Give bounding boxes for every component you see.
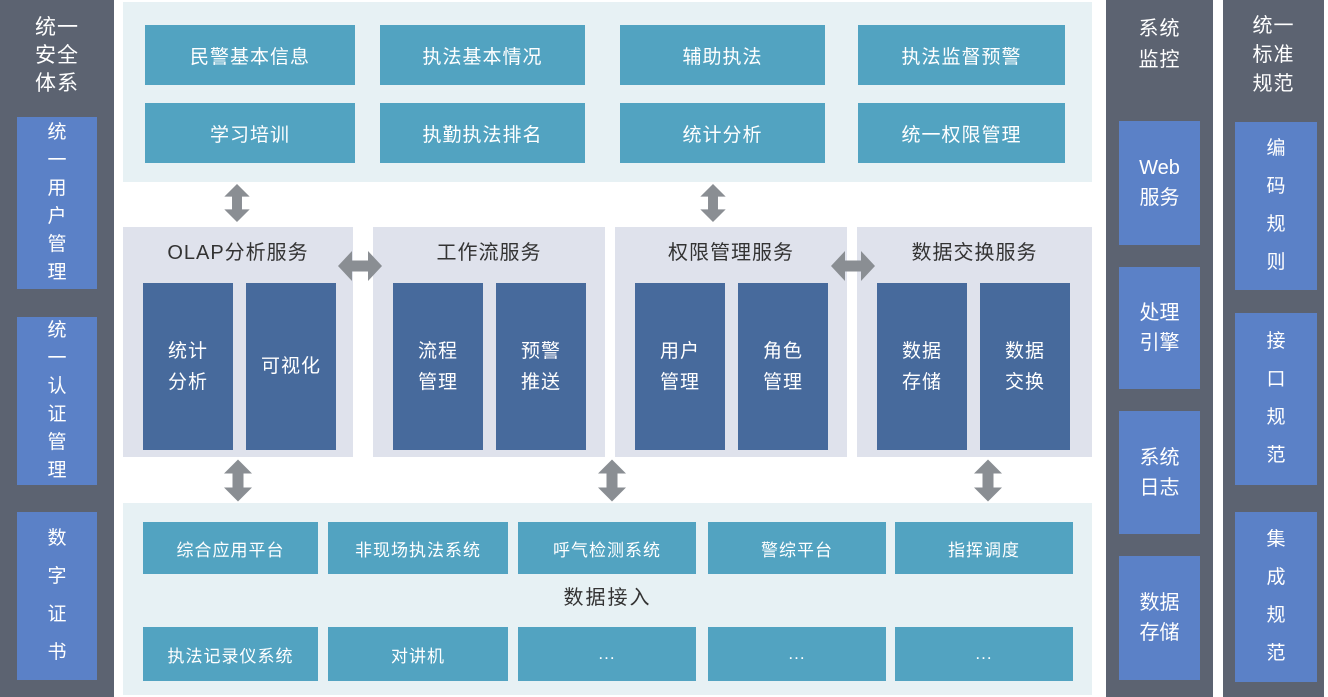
data-access-panel: 综合应用平台 非现场执法系统 呼气检测系统 警综平台 指挥调度 数据接入 执法记… <box>123 503 1092 695</box>
horizontal-double-arrow-icon <box>831 250 875 282</box>
source-box-intercom: 对讲机 <box>328 627 508 681</box>
horizontal-double-arrow-icon <box>338 250 382 282</box>
security-item-unified-user-mgmt: 统 一 用 户 管 理 <box>17 117 97 289</box>
vertical-double-arrow-icon <box>974 459 1002 502</box>
service-group-title: OLAP分析服务 <box>167 242 309 264</box>
source-box-breath-test-system: 呼气检测系统 <box>518 522 696 574</box>
app-box-assisted-enforcement: 辅助执法 <box>620 25 825 85</box>
standards-column-title: 统一 标准 规范 <box>1252 15 1295 95</box>
system-monitor-column: 系统 监控 Web 服务 处理 引擎 系统 日志 数据 存储 <box>1106 0 1213 697</box>
service-group-title: 工作流服务 <box>436 242 542 264</box>
vertical-double-arrow-icon <box>699 184 727 222</box>
vertical-double-arrow-icon <box>598 459 626 502</box>
application-panel: 民警基本信息 执法基本情况 辅助执法 执法监督预警 学习培训 执勤执法排名 统计… <box>123 2 1092 182</box>
service-group-data-exchange: 数据交换服务 数据 存储 数据 交换 <box>857 227 1092 457</box>
service-box-visualization: 可视化 <box>246 283 336 450</box>
source-box-ellipsis-1: ... <box>518 627 696 681</box>
app-box-learning-training: 学习培训 <box>145 103 355 163</box>
service-group-title: 数据交换服务 <box>911 242 1038 264</box>
app-box-police-basic-info: 民警基本信息 <box>145 25 355 85</box>
service-group-olap: OLAP分析服务 统计 分析 可视化 <box>123 227 353 457</box>
security-item-unified-auth-mgmt: 统 一 认 证 管 理 <box>17 317 97 485</box>
source-box-ellipsis-3: ... <box>895 627 1073 681</box>
service-group-title: 权限管理服务 <box>668 242 794 264</box>
service-box-statistical-analysis: 统计 分析 <box>143 283 233 450</box>
security-item-digital-certificate: 数 字 证 书 <box>17 512 97 680</box>
service-group-workflow: 工作流服务 流程 管理 预警 推送 <box>373 227 605 457</box>
source-box-body-camera-system: 执法记录仪系统 <box>143 627 318 681</box>
standards-item-integration-spec: 集 成 规 范 <box>1235 512 1317 682</box>
vertical-double-arrow-icon <box>223 184 251 222</box>
source-box-offsite-enforcement: 非现场执法系统 <box>328 522 508 574</box>
security-column-title: 统一 安全 体系 <box>35 16 79 95</box>
app-box-duty-ranking: 执勤执法排名 <box>380 103 585 163</box>
app-box-unified-permission: 统一权限管理 <box>858 103 1065 163</box>
service-box-warning-push: 预警 推送 <box>496 283 586 450</box>
service-box-data-storage: 数据 存储 <box>877 283 967 450</box>
source-box-command-dispatch: 指挥调度 <box>895 522 1073 574</box>
vertical-double-arrow-icon <box>224 459 252 502</box>
service-box-user-mgmt: 用户 管理 <box>635 283 725 450</box>
service-box-role-mgmt: 角色 管理 <box>738 283 828 450</box>
monitor-item-processing-engine: 处理 引擎 <box>1119 267 1200 389</box>
data-access-label: 数据接入 <box>563 587 652 609</box>
source-box-police-platform: 警综平台 <box>708 522 886 574</box>
source-box-integrated-platform: 综合应用平台 <box>143 522 318 574</box>
app-box-statistical-analysis: 统计分析 <box>620 103 825 163</box>
monitor-item-system-log: 系统 日志 <box>1119 411 1200 534</box>
standards-item-interface-spec: 接 口 规 范 <box>1235 313 1317 485</box>
monitor-item-web-service: Web 服务 <box>1119 121 1200 245</box>
unified-standards-column: 统一 标准 规范 编 码 规 则 接 口 规 范 集 成 规 范 <box>1223 0 1324 697</box>
app-box-supervision-warning: 执法监督预警 <box>858 25 1065 85</box>
service-box-data-exchange: 数据 交换 <box>980 283 1070 450</box>
standards-item-coding-rules: 编 码 规 则 <box>1235 122 1317 290</box>
monitor-item-data-storage: 数据 存储 <box>1119 556 1200 680</box>
app-box-enforcement-overview: 执法基本情况 <box>380 25 585 85</box>
unified-security-column: 统一 安全 体系 统 一 用 户 管 理 统 一 认 证 管 理 数 字 证 书 <box>0 0 114 697</box>
service-box-process-mgmt: 流程 管理 <box>393 283 483 450</box>
source-box-ellipsis-2: ... <box>708 627 886 681</box>
service-group-permission: 权限管理服务 用户 管理 角色 管理 <box>615 227 847 457</box>
monitor-column-title: 系统 监控 <box>1138 18 1181 71</box>
